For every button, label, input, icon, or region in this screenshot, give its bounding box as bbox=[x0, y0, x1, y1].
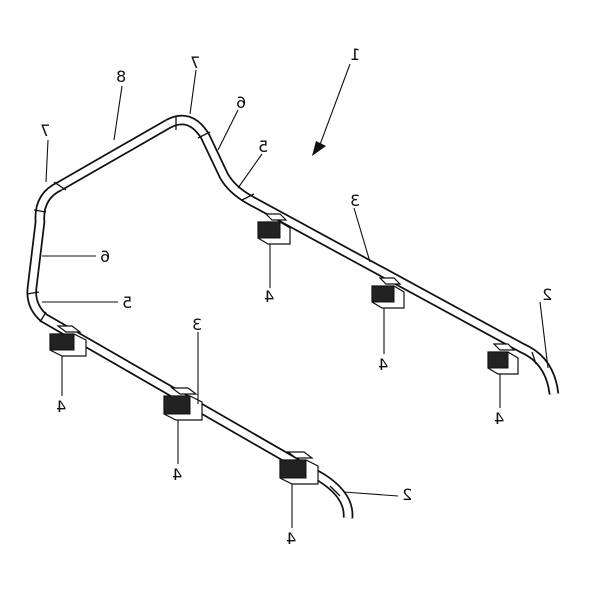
assembly-arrowhead bbox=[312, 141, 326, 156]
label-clamp-l1: 4 bbox=[56, 397, 66, 416]
label-assembly: 1 bbox=[350, 45, 360, 64]
clamp-left-2 bbox=[163, 387, 203, 421]
label-bend-left: 5 bbox=[122, 293, 132, 312]
clamp-left-3 bbox=[279, 451, 319, 485]
label-crossbar: 8 bbox=[116, 67, 126, 86]
clamp-right-3 bbox=[487, 343, 519, 375]
label-clamp-r1: 4 bbox=[264, 287, 274, 306]
label-corner-left: 7 bbox=[40, 121, 50, 140]
clamp-right-2 bbox=[371, 277, 405, 309]
label-clamp-r3: 4 bbox=[494, 409, 504, 428]
label-corner-top: 7 bbox=[190, 53, 200, 72]
label-bend-right: 5 bbox=[258, 137, 268, 156]
label-clamp-l3: 4 bbox=[286, 529, 296, 548]
label-rail-left: 3 bbox=[192, 315, 202, 334]
label-clamp-r2: 4 bbox=[378, 355, 388, 374]
frame-tube bbox=[26, 114, 560, 519]
label-upright-right: 6 bbox=[236, 93, 246, 112]
clamp-right-1 bbox=[257, 213, 291, 245]
label-end-right: 2 bbox=[542, 285, 552, 304]
label-upright-left: 6 bbox=[100, 247, 110, 266]
label-end-left: 2 bbox=[402, 485, 412, 504]
clamp-left-1 bbox=[49, 325, 87, 357]
label-rail-right: 3 bbox=[350, 191, 360, 210]
reference-labels: 1 8 7 7 6 6 5 5 3 3 2 2 4 4 4 4 4 4 bbox=[40, 45, 552, 548]
leader-lines bbox=[42, 63, 549, 528]
label-clamp-l2: 4 bbox=[172, 465, 182, 484]
tube-seams bbox=[26, 116, 537, 497]
